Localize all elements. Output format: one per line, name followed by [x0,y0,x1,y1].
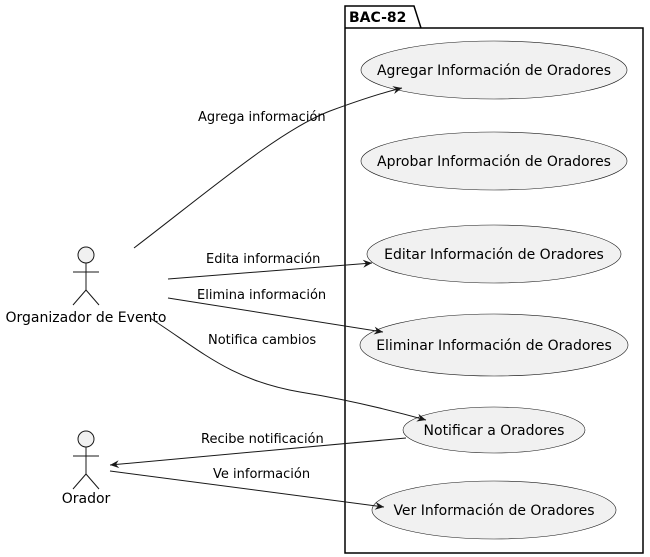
actor-head [77,246,95,264]
relation-arrow [167,297,384,335]
actor-label: Orador [62,491,111,507]
use-case-aprobar: Aprobar Información de Oradores [360,131,628,191]
use-case-ellipse [402,406,586,454]
relation-agrega: Agrega información [133,86,403,249]
use-case-label: Editar Información de Oradores [384,247,604,263]
relation-label: Edita información [206,252,320,267]
relation-label: Recibe notificación [201,432,324,447]
use-case-ellipse [360,131,628,191]
relation-notifica: Notifica cambios [149,317,427,422]
actor-left-leg [72,473,87,490]
package-bac-82: BAC-82 [344,5,644,554]
actor-organizador-de-evento: Organizador de Evento [6,246,167,326]
relation-arrow [109,437,407,469]
use-case-ellipse [359,313,629,377]
relation-label: Agrega información [198,110,326,125]
use-case-ellipse [366,224,622,284]
use-case-label: Agregar Información de Oradores [377,63,611,79]
relation-label: Elimina información [197,288,326,303]
actor-head [77,430,95,448]
use-case-ellipse [371,480,617,540]
relation-edita: Edita información [167,252,373,280]
use-case-label: Notificar a Oradores [424,423,565,439]
relation-arrow [149,317,427,422]
use-case-notificar: Notificar a Oradores [402,406,586,454]
actor-right-leg [85,473,100,490]
relation-arrow [167,259,373,280]
relation-ve: Ve información [109,467,385,510]
use-case-label: Ver Información de Oradores [393,503,594,519]
relation-label: Ve información [213,467,310,482]
relation-arrow [133,86,403,249]
actor-left-leg [72,289,87,306]
use-case-eliminar: Eliminar Información de Oradores [359,313,629,377]
use-case-label: Aprobar Información de Oradores [377,154,611,170]
use-case-editar: Editar Información de Oradores [366,224,622,284]
use-case-ver: Ver Información de Oradores [371,480,617,540]
package-label: BAC-82 [349,10,406,26]
relation-arrow [109,470,385,510]
use-case-ellipse [360,40,628,100]
package-frame [344,5,644,554]
relation-label: Notifica cambios [208,333,316,348]
actor-label: Organizador de Evento [6,310,167,326]
relation-recibe: Recibe notificación [109,432,407,469]
use-case-label: Eliminar Información de Oradores [376,338,612,354]
actor-orador: Orador [62,430,111,507]
actor-right-leg [85,289,100,306]
use-case-agregar: Agregar Información de Oradores [360,40,628,100]
relation-elimina: Elimina información [167,288,384,335]
